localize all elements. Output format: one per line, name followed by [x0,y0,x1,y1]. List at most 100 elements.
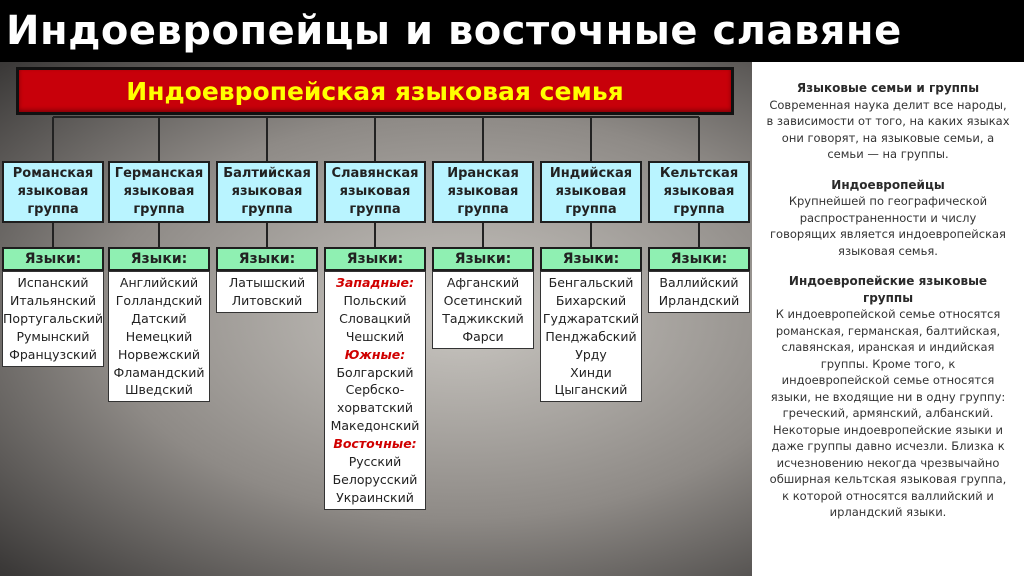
language-item: Гуджаратский [542,310,640,326]
language-item: Ирландский [658,292,740,308]
language-item: Русский [348,454,402,470]
group-title-line: языковая [447,184,519,199]
group-title-box: Германская языковая группа [108,161,210,223]
sidebar-text: исчезновению некогда чрезвычайно [776,455,1000,470]
group-title-line: языковая [17,184,89,199]
language-item: Английский [119,275,199,290]
group-title-line: группа [349,202,401,217]
sidebar-text: Некоторые индоевропейские языки и [773,422,1003,437]
sidebar-heading: группы [862,290,914,305]
sidebar-heading: Индоевропейцы [831,177,945,192]
sidebar-heading: Индоевропейские языковые [788,274,988,288]
language-item: Норвежский [118,346,200,362]
group-title-line: группа [565,202,617,217]
section-gap [754,163,1022,177]
language-item: Урду [575,346,607,362]
group-title-line: Кельтская [659,166,739,181]
group-title-line: языковая [123,184,195,199]
connector-lines [52,116,700,247]
group-title: Иранская языковая группа [447,165,519,219]
group-title-line: языковая [231,184,303,199]
sidebar-text: ирландский языки. [829,505,947,519]
sidebar-text: распространенности и числу [799,210,977,225]
language-item: Таджикский [442,310,524,326]
group-title-box: Славянская языковая группа [324,161,426,223]
group-title-line: языковая [339,184,411,199]
group-title-line: группа [241,202,293,217]
languages-header: Языки: [324,247,426,271]
language-item: Бихарский [555,292,627,308]
group-title-line: Германская [114,166,204,181]
section-gap [754,259,1022,273]
languages-header: Языки: [2,247,104,271]
language-item: Пенджабский [545,328,637,344]
family-box: Индоевропейская языковая семья [16,67,734,115]
sidebar-text: даже группы давно исчезли. Близка к [771,439,1005,453]
language-item: Сербско- [345,382,405,398]
languages-header: Языки: [648,247,750,271]
subgroup-label: Южные: [344,346,406,362]
language-item: Польский [343,292,407,308]
group-title-line: Романская [12,166,94,181]
language-item: хорватский [337,400,413,416]
sidebar-text: индоевропейской семье относятся [781,373,995,387]
language-item: Испанский [17,275,89,290]
language-item: Латышский [228,275,306,290]
group-title-line: группа [673,202,725,217]
group-title-line: Иранская [447,166,519,181]
language-item: Белорусский [332,471,418,487]
language-item: Литовский [231,292,303,308]
sidebar-text: они говорят, на языковые семьи, а [781,130,995,145]
group-title-line: группа [133,202,185,217]
group-title: Славянская языковая группа [331,165,418,219]
family-title: Индоевропейская языковая семья [126,76,624,106]
languages-header: Языки: [216,247,318,271]
sidebar-text: К индоевропейской семье относятся [775,307,1001,321]
language-item: Чешский [345,328,405,344]
language-item: Цыганский [554,382,628,398]
language-item: Валлийский [659,275,739,290]
sidebar-text: к которой относятся валлийский и [782,488,994,503]
title-bar [0,0,1024,62]
language-item: Фарси [462,328,504,344]
sidebar-text: семьи — на группы. [827,147,949,161]
language-item: Фламандский [113,364,205,380]
sidebar-text: обширная кельтская языковая группа, [769,472,1007,486]
sidebar-text: в зависимости от того, на каких языках [766,114,1010,128]
language-item: Болгарский [336,364,414,380]
sidebar-text: славянская, иранская и индийская [781,340,995,354]
language-item: Афганский [446,275,520,290]
group-title-line: группа [27,202,79,217]
group-title: Германская языковая группа [115,165,203,219]
languages-header: Языки: [432,247,534,271]
group-title-line: Славянская [331,166,419,181]
language-item: Осетинский [443,292,523,308]
language-item: Немецкий [125,328,193,344]
language-item: Голландский [115,292,203,308]
sidebar-text: языковая семья. [838,243,938,258]
languages-header: Языки: [108,247,210,271]
language-item: Бенгальский [548,275,634,290]
group-title-line: Индийская [549,166,633,181]
sidebar-heading: Языковые семьи и группы [796,81,980,95]
group-title-line: группа [457,202,509,217]
sidebar-text: греческий, армянский, албанский. [782,406,994,420]
group-title-box: Романская языковая группа [2,161,104,223]
language-item: Словацкий [339,310,411,326]
sidebar-text: языки, не входящие ни в одну группу: [770,389,1006,404]
page-title: Индоевропейцы и восточные славяне [6,8,902,54]
sidebar-text: Современная наука делит все народы, [769,97,1007,112]
language-item: Хинди [570,364,612,380]
language-item: Македонский [330,418,420,434]
